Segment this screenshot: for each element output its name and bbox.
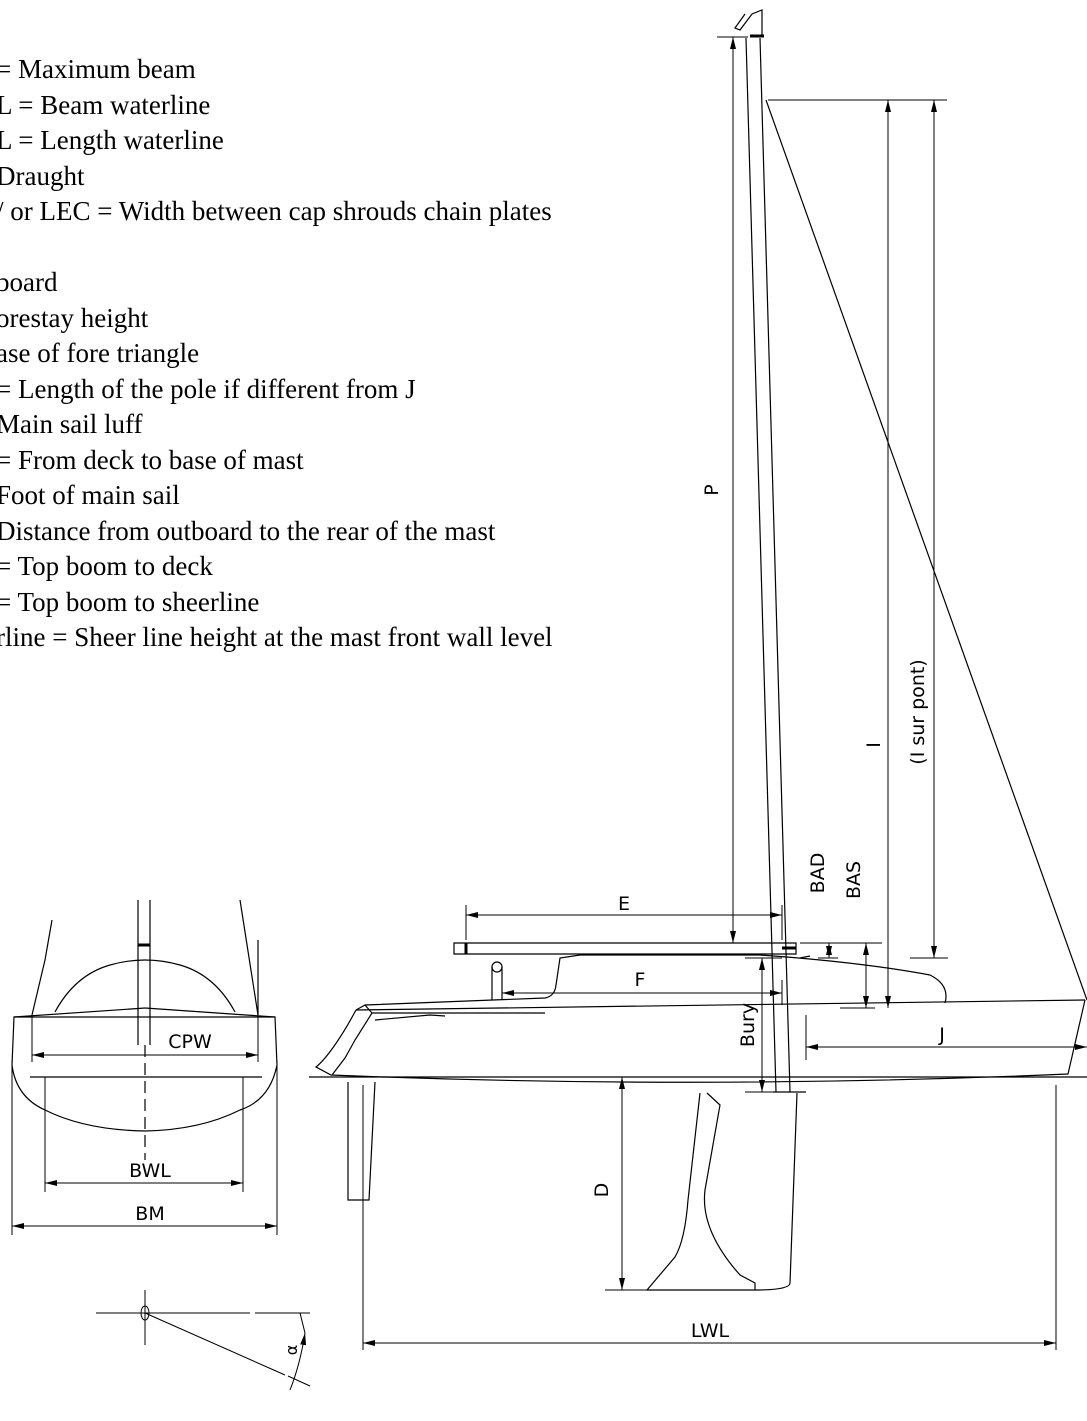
section-coachroof (55, 960, 235, 1012)
legend-item-sheerline: rline = Sheer line height at the mast fr… (0, 622, 553, 652)
section-shroud-l (32, 960, 45, 1015)
section-shroud-r (240, 900, 258, 1015)
coachroof (375, 1015, 445, 1020)
label-i-sur-pont: (I sur pont) (907, 659, 929, 764)
rudder (348, 1082, 375, 1200)
angle-arc-tail (300, 1313, 305, 1333)
angle-arc (290, 1333, 307, 1390)
legend-item-bwl: L = Beam waterline (0, 89, 211, 120)
angle-detail (96, 1290, 310, 1390)
label-i: I (863, 742, 885, 748)
legend-item-freeboard: board (0, 267, 58, 297)
dimensions-section (12, 1015, 277, 1235)
legend-item-bm: = Maximum beam (0, 54, 196, 84)
side-view (309, 10, 1087, 1290)
label-bas: BAS (843, 861, 865, 899)
legend-item-bas: = Top boom to sheerline (0, 586, 260, 617)
label-p: P (701, 484, 723, 495)
legend-list: = Maximum beam L = Beam waterline L = Le… (0, 52, 553, 656)
legend-item-luff: Main sail luff (0, 409, 143, 439)
label-bm: BM (135, 1203, 164, 1225)
dimensions-side (363, 37, 1087, 1350)
section-hull (12, 1017, 277, 1131)
label-alpha: α (282, 1345, 301, 1356)
section-shroud-l-ext (45, 920, 52, 960)
keel-trailing (755, 1093, 797, 1290)
label-bwl: BWL (129, 1160, 171, 1182)
angle-inclined (145, 1313, 285, 1375)
masthead-crane (735, 10, 762, 36)
legend-item-pole: = Length of the pole if different from J (0, 373, 416, 404)
legend-item-bad: = Top boom to deck (0, 551, 213, 581)
legend-item-bury: = From deck to base of mast (0, 444, 304, 475)
label-cpw: CPW (168, 1031, 212, 1053)
legend-item-lwl: L = Length waterline (0, 125, 224, 155)
chainplate (800, 956, 810, 958)
legend-item-fore-triangle: ase of fore triangle (0, 338, 200, 368)
label-d: D (591, 1183, 613, 1198)
label-j: J (938, 1024, 945, 1046)
keel (647, 1093, 755, 1290)
bow (332, 1005, 372, 1075)
legend-item-forestay: orestay height (0, 302, 149, 333)
boom (454, 943, 796, 954)
legend-item-foot: Foot of main sail (0, 480, 180, 510)
backstay-post-top (492, 962, 502, 972)
sheerline (356, 1000, 1085, 1010)
section-view (12, 900, 277, 1160)
label-e: E (618, 893, 630, 915)
legend-item-cpw: / or LEC = Width between cap shrouds cha… (0, 196, 552, 226)
angle-inclined-ext (288, 1376, 310, 1386)
angle-pivot (140, 1305, 150, 1321)
section-deck (14, 1008, 145, 1017)
mast-back (746, 38, 776, 1092)
section-deck-r (145, 1008, 275, 1017)
deck-line (365, 955, 946, 1005)
legend-item-outboard: Distance from outboard to the rear of th… (0, 515, 496, 546)
hull (316, 1000, 1085, 1082)
label-lwl: LWL (691, 1320, 730, 1342)
label-f: F (635, 969, 646, 991)
forestay (766, 100, 1087, 1000)
label-bad: BAD (807, 853, 829, 894)
mast-front (760, 38, 790, 1092)
label-bury: Bury (737, 1003, 759, 1047)
legend-item-draught: Draught (0, 160, 85, 191)
